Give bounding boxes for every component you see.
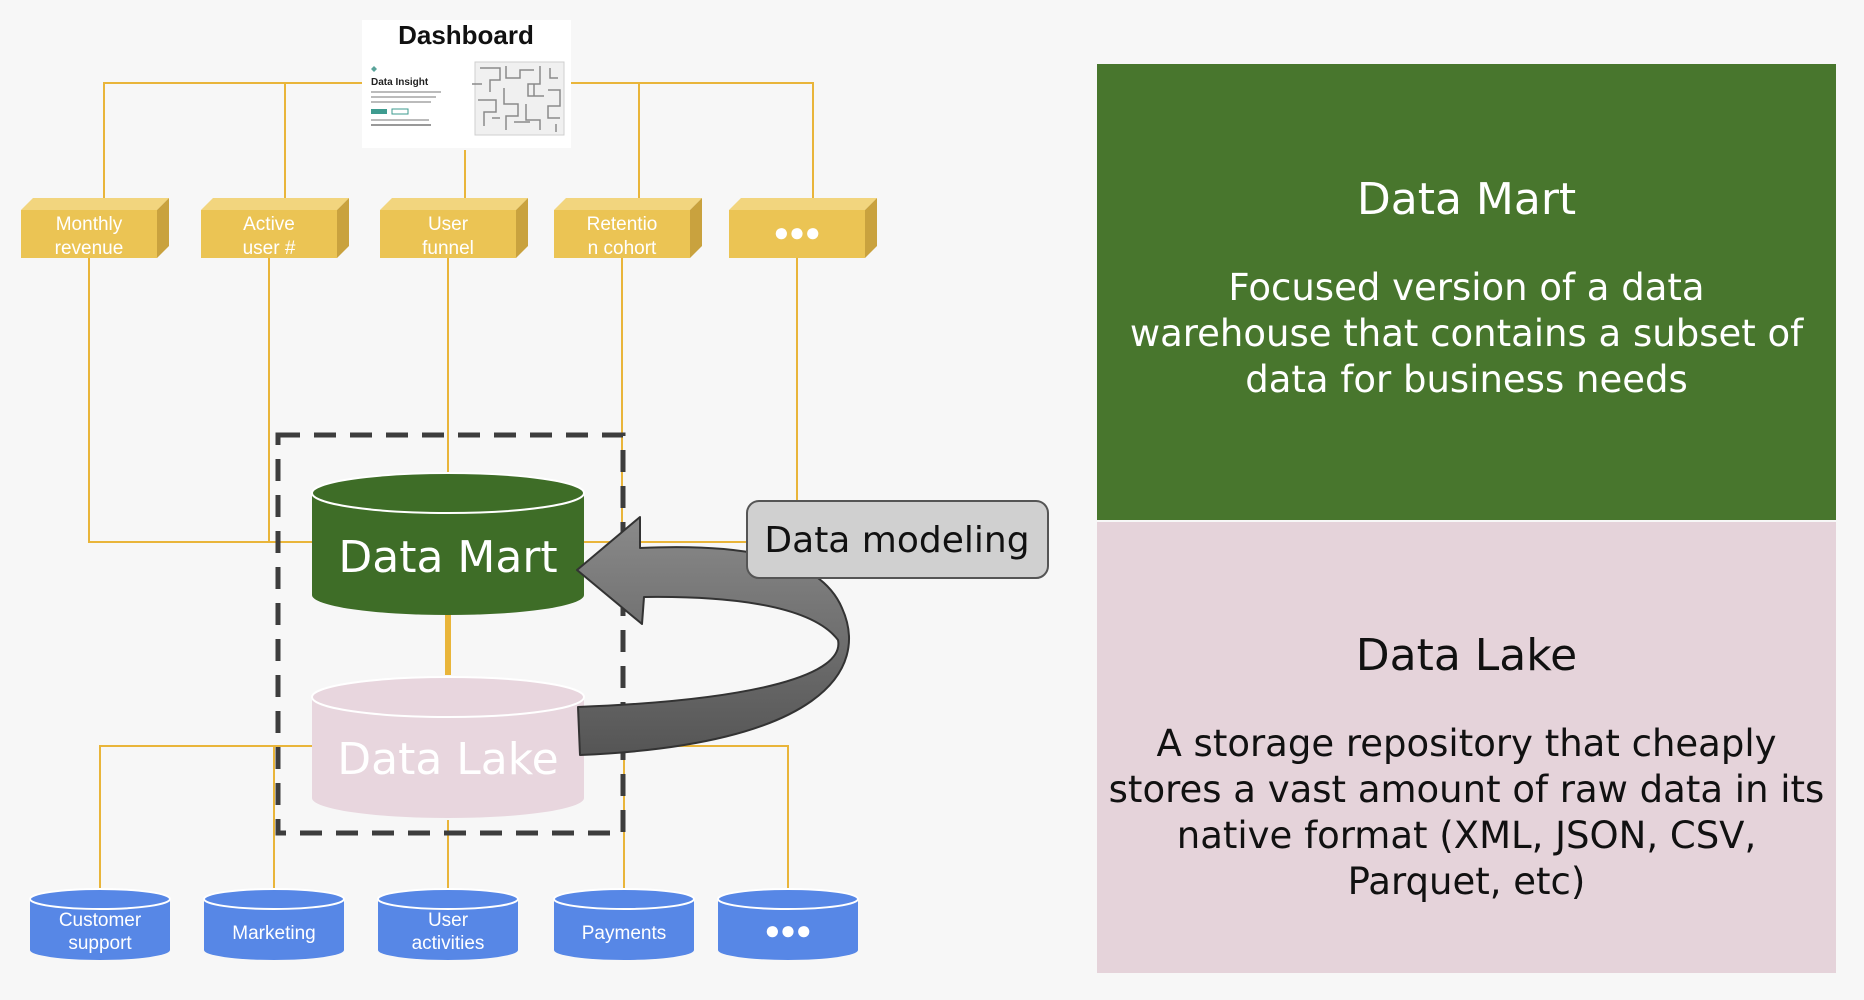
architecture-diagram: Dashboard Data Insight Monthly revenue Act… (21, 20, 1049, 960)
metric-label-line1: Retentio (587, 214, 658, 235)
data-mart-panel: Data Mart Focused version of a data ware… (1097, 64, 1836, 520)
metric-label-line1: Active (243, 214, 295, 235)
source-label-line1: User (428, 910, 469, 931)
source-label-line2: activities (412, 933, 485, 954)
dashboard-card[interactable]: Dashboard Data Insight (362, 20, 571, 148)
dashboard-title: Dashboard (398, 20, 534, 50)
metric-box[interactable]: Monthly revenue (21, 198, 169, 259)
source-cylinder[interactable]: ●●● (717, 888, 859, 960)
data-lake-panel-title: Data Lake (1355, 630, 1578, 681)
metric-label-line2: n cohort (588, 238, 657, 259)
source-label-line1: ●●● (764, 915, 811, 945)
circuit-pattern-icon (472, 61, 565, 136)
data-lake-cylinder[interactable]: Data Lake (311, 676, 585, 818)
dashboard-thumbnail: Data Insight (371, 61, 565, 136)
data-lake-label: Data Lake (337, 734, 559, 785)
metric-label-line1: ●●● (773, 217, 820, 247)
thumbnail-heading: Data Insight (371, 77, 429, 88)
metric-box[interactable]: Retentio n cohort (554, 198, 702, 259)
metric-box[interactable]: ●●● (729, 198, 877, 258)
source-label-line1: Customer (59, 910, 142, 931)
data-modeling-label: Data modeling (764, 520, 1029, 561)
source-label-line1: Payments (582, 923, 666, 944)
data-mart-panel-title: Data Mart (1356, 174, 1577, 225)
metric-label-line2: revenue (55, 238, 124, 259)
metric-label-line1: User (428, 214, 469, 235)
source-label-line1: Marketing (232, 923, 315, 944)
data-modeling-callout: Data modeling (746, 500, 1049, 579)
metric-label-line1: Monthly (56, 214, 123, 235)
source-label-line2: support (68, 933, 132, 954)
metrics-row: Monthly revenue Active user # User funnel Rete… (21, 198, 877, 259)
data-lake-panel-description: A storage repository that cheaply stores… (1108, 722, 1825, 903)
metric-box[interactable]: Active user # (201, 198, 349, 259)
data-mart-cylinder[interactable]: Data Mart (311, 472, 585, 615)
data-mart-panel-description: Focused version of a data warehouse that… (1129, 266, 1804, 401)
metric-box[interactable]: User funnel (380, 198, 528, 259)
storage-layer-boundary (275, 432, 626, 836)
metric-label-line2: funnel (422, 238, 474, 259)
source-cylinder[interactable]: Payments (553, 888, 695, 960)
data-lake-panel: Data Lake A storage repository that chea… (1097, 522, 1836, 973)
data-mart-label: Data Mart (338, 532, 557, 583)
metric-label-line2: user # (243, 238, 296, 259)
source-cylinder[interactable]: Marketing (203, 888, 345, 960)
